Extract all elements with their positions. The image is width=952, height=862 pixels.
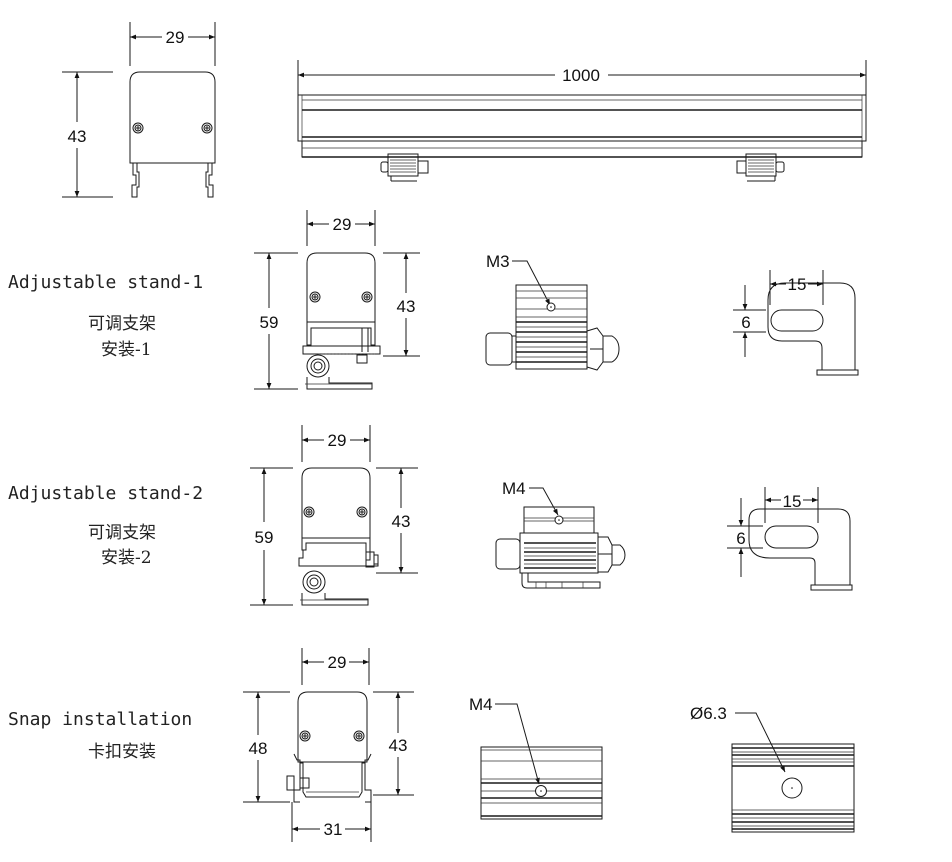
label-adjustable-stand-2: Adjustable stand-2 — [8, 483, 203, 504]
stand-1-slot-view: 15 6 — [733, 270, 859, 376]
bar-bracket-left — [380, 153, 429, 182]
dim-stand-1-total-height: 59 — [260, 313, 279, 332]
label-snap-installation: Snap installation — [8, 709, 192, 730]
row-adjustable-stand-2: Adjustable stand-2 可调支架 安装-2 29 59 — [8, 425, 853, 606]
dim-stand-1-width: 29 — [333, 215, 352, 234]
dim-end-width: 29 — [166, 28, 185, 47]
label-cn-stand-2: 可调支架 — [88, 523, 156, 543]
label-cn-snap: 卡扣安装 — [88, 742, 156, 762]
dim-stand-2-body-height: 43 — [392, 512, 411, 531]
stand-2-front-view — [298, 467, 379, 606]
label-cn-install-1: 安装-1 — [101, 340, 152, 360]
label-adjustable-stand-1: Adjustable stand-1 — [8, 272, 203, 293]
label-cn-stand-1: 可调支架 — [88, 314, 156, 334]
dim-snap-body-height: 43 — [389, 736, 408, 755]
dim-snap-base-width: 31 — [324, 820, 343, 839]
snap-clip-view-m4: M4 — [469, 695, 603, 820]
row-adjustable-stand-1: Adjustable stand-1 可调支架 安装-1 29 — [8, 210, 859, 390]
screw-label-m3: M3 — [486, 252, 510, 271]
row-snap-installation: Snap installation 卡扣安装 29 48 43 — [8, 648, 855, 842]
dim-snap-total-height: 48 — [249, 739, 268, 758]
dim-slot-width-2: 6 — [736, 529, 745, 548]
dim-stand-2-total-height: 59 — [255, 528, 274, 547]
bar-side-view: 1000 — [297, 60, 867, 182]
dim-slot-length-1: 15 — [788, 275, 807, 294]
stand-1-side-view: M3 — [485, 252, 620, 371]
hole-diameter-label: Ø6.3 — [690, 704, 727, 723]
stand-2-slot-view: 15 6 — [727, 487, 853, 591]
dim-slot-width-1: 6 — [741, 313, 750, 332]
dim-end-height: 43 — [68, 127, 87, 146]
snap-front-view — [286, 691, 372, 803]
stand-1-front-view — [302, 252, 381, 390]
dim-stand-1-body-height: 43 — [397, 297, 416, 316]
stand-2-side-view: M4 — [495, 479, 626, 589]
dim-slot-length-2: 15 — [783, 492, 802, 511]
end-view-drawing: 29 43 — [62, 22, 216, 198]
screw-label-m4-stand: M4 — [502, 479, 526, 498]
dim-length: 1000 — [562, 66, 600, 85]
dim-snap-width: 29 — [328, 653, 347, 672]
dim-stand-2-width: 29 — [328, 431, 347, 450]
snap-clip-view-hole: Ø6.3 — [690, 704, 855, 833]
bar-bracket-right — [736, 153, 785, 182]
screw-label-m4-snap: M4 — [469, 695, 493, 714]
label-cn-install-2: 安装-2 — [101, 548, 152, 568]
